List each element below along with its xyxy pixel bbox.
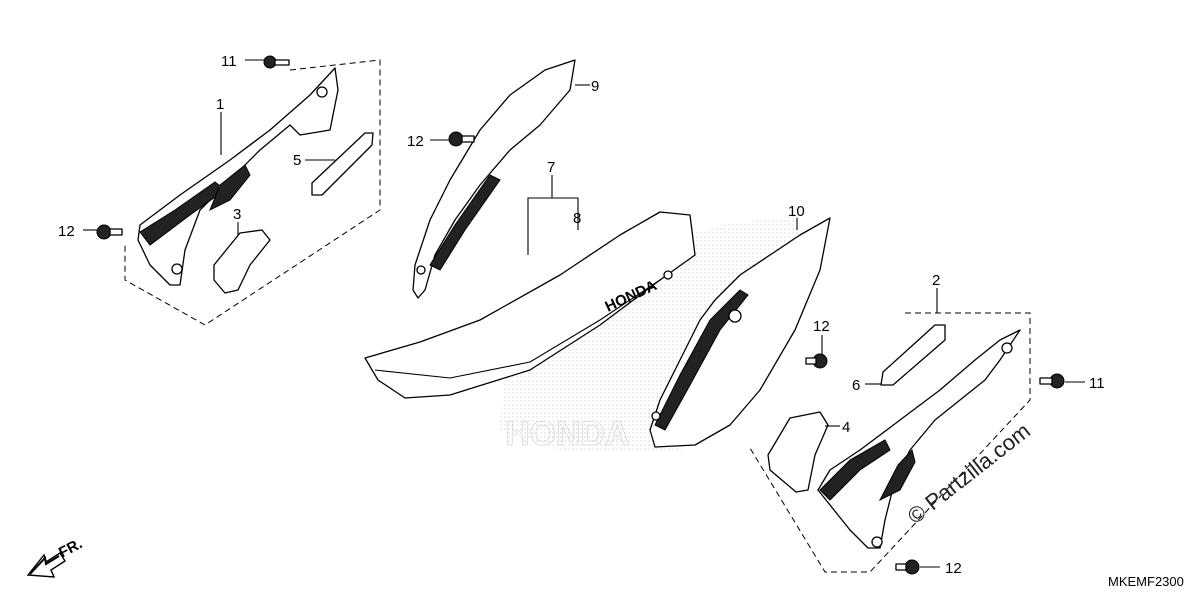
callout-11-upper-left: 11	[221, 53, 237, 70]
front-direction-arrow: FR.	[26, 535, 85, 578]
group-frame-right	[749, 312, 1031, 573]
callout-8: 8	[573, 210, 581, 227]
bolt-12-mid-right[interactable]	[805, 353, 828, 369]
group-frame-left	[124, 59, 381, 326]
callout-12-mid-right: 12	[813, 318, 830, 335]
part-9-upper-cover[interactable]	[412, 59, 576, 299]
callout-5: 5	[293, 152, 301, 169]
callout-3: 3	[233, 206, 241, 223]
bolt-12-left[interactable]	[96, 224, 123, 240]
diagram-code: MKEMF2300	[1108, 574, 1184, 589]
callout-2: 2	[932, 272, 940, 289]
part-3-pad-left[interactable]	[213, 229, 271, 294]
callout-9: 9	[591, 78, 599, 95]
callout-4: 4	[842, 419, 850, 436]
callout-6: 6	[852, 377, 860, 394]
part-6-strip-right[interactable]	[880, 324, 946, 386]
part-10-side-cover-right-upper[interactable]	[649, 217, 831, 448]
part-4-pad-right[interactable]	[767, 411, 829, 493]
bolt-11-upper-left[interactable]	[263, 55, 290, 69]
callout-10: 10	[788, 203, 805, 220]
callout-12-left: 12	[58, 223, 75, 240]
part-5-strip-left[interactable]	[311, 132, 374, 196]
callout-1: 1	[216, 96, 224, 113]
ghost-logo: HONDA	[505, 415, 630, 453]
leader-lines	[83, 59, 1085, 568]
bolt-11-right[interactable]	[1039, 373, 1065, 389]
part-1-side-cover-left[interactable]	[137, 67, 339, 286]
callout-12-bottom-right: 12	[945, 560, 962, 577]
callout-11-right: 11	[1089, 375, 1105, 392]
part-2-side-cover-right-lower[interactable]	[817, 329, 1021, 549]
callout-12-upper-mid: 12	[407, 133, 424, 150]
callout-7: 7	[547, 159, 555, 176]
bolt-12-bottom-right[interactable]	[895, 559, 920, 575]
bolt-12-upper-mid[interactable]	[448, 131, 475, 147]
